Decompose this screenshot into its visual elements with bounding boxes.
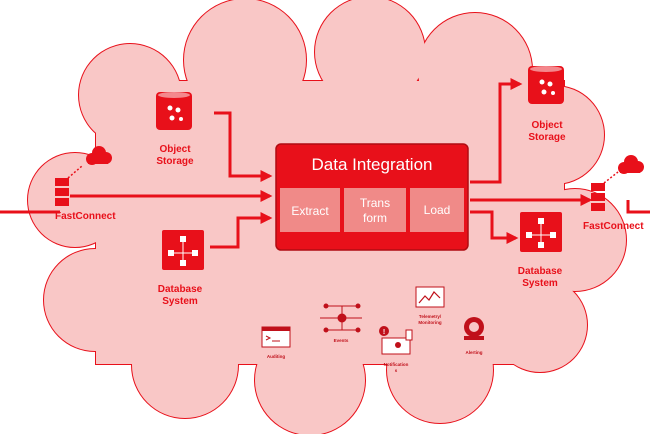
target-database-system: Database System	[518, 212, 563, 289]
events-icon	[320, 303, 362, 333]
notifications-label-2: s	[395, 368, 398, 373]
database-system-icon	[520, 212, 562, 252]
transform-step	[344, 188, 406, 232]
source-object-storage-label-2: Storage	[156, 156, 194, 167]
extract-step	[280, 188, 340, 232]
events-service: Events	[320, 303, 362, 343]
transform-label-1: Trans	[360, 196, 390, 210]
target-database-label-2: System	[522, 278, 558, 289]
telemetry-label-2: Monitoring	[418, 320, 441, 325]
fastconnect-icon	[55, 146, 112, 206]
fastconnect-icon	[591, 155, 644, 211]
data-integration-title: Data Integration	[312, 155, 433, 174]
fastconnect-target: FastConnect	[583, 155, 644, 232]
events-label: Events	[334, 338, 349, 343]
extract-label: Extract	[291, 204, 329, 218]
target-object-storage-label-2: Storage	[528, 132, 566, 143]
notifications-icon: !	[379, 326, 413, 355]
cloud-icon	[86, 146, 112, 165]
source-database-system: Database System	[158, 230, 204, 307]
svg-text:!: !	[383, 329, 385, 336]
telemetry-label-1: Telemetry/	[419, 314, 442, 319]
object-storage-icon	[156, 92, 192, 130]
load-label: Load	[424, 203, 451, 217]
fastconnect-source: FastConnect	[55, 146, 116, 222]
telemetry-service: Telemetry/ Monitoring	[415, 286, 445, 325]
services-group: Auditing Events ! Notification s	[261, 286, 484, 373]
fastconnect-label: FastConnect	[55, 211, 116, 222]
database-system-icon	[162, 230, 204, 270]
object-storage-icon	[528, 66, 564, 104]
alarm-bell-icon	[464, 317, 484, 340]
source-database-label-1: Database	[158, 284, 203, 295]
notifications-service: ! Notification s	[379, 326, 413, 373]
load-step	[410, 188, 464, 232]
source-object-storage-label-1: Object	[159, 144, 191, 155]
transform-label-2: form	[363, 211, 387, 225]
auditing-service: Auditing	[261, 326, 291, 359]
source-database-label-2: System	[162, 296, 198, 307]
target-object-storage-label-1: Object	[531, 120, 563, 131]
target-object-storage: Object Storage	[528, 66, 566, 143]
alerting-service: Alerting	[464, 317, 484, 355]
target-database-label-1: Database	[518, 266, 563, 277]
telemetry-chart-icon	[415, 286, 445, 308]
source-object-storage: Object Storage	[156, 92, 194, 167]
cloud-icon	[618, 155, 644, 174]
terminal-icon	[261, 326, 291, 348]
notifications-label-1: Notification	[384, 362, 409, 367]
auditing-label: Auditing	[267, 354, 285, 359]
alerting-label: Alerting	[465, 350, 482, 355]
connection-lines	[0, 78, 650, 249]
data-integration-box: Data Integration Extract Trans form Load	[275, 143, 469, 251]
fastconnect-target-label: FastConnect	[583, 221, 644, 232]
